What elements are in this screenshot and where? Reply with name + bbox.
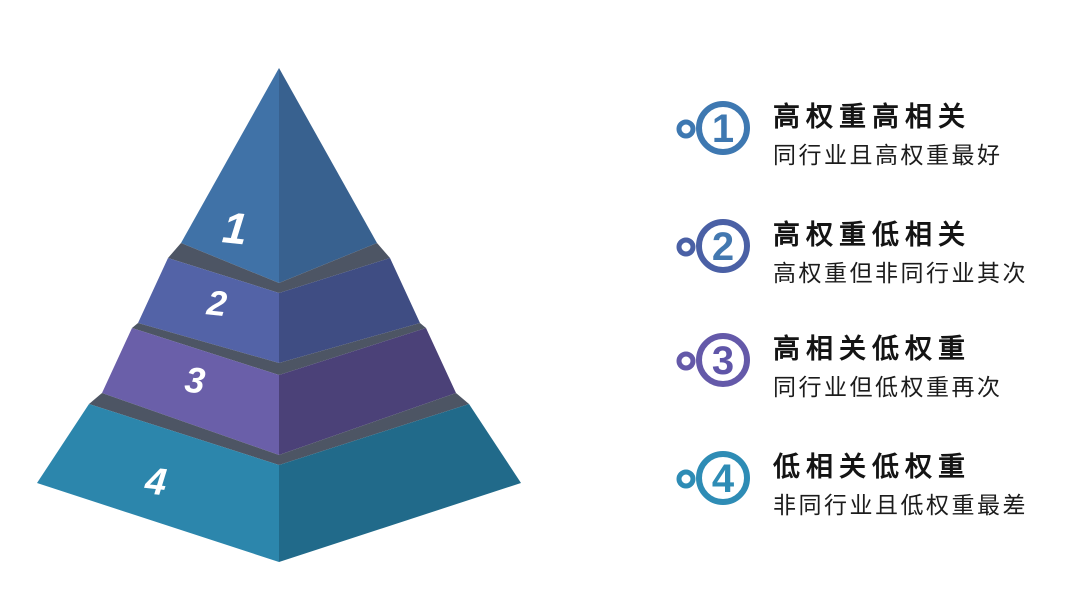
pyramid-gap-band-2-left (132, 323, 279, 375)
badge-number-1: 1 (712, 107, 734, 151)
badge-ring-2 (696, 219, 750, 273)
pyramid-level-4-left-face (37, 404, 279, 562)
pyramid-level-3-label: 3 (183, 359, 207, 402)
legend-item-1: 1 高权重高相关 同行业且高权重最好 (672, 93, 1003, 168)
pyramid-gap-band-2-right (279, 323, 426, 375)
numbered-badge-3-icon: 3 (676, 333, 750, 387)
pyramid-level-3-right-face (279, 328, 456, 455)
badge-number-3: 3 (712, 339, 734, 383)
legend-item-description: 同行业但低权重再次 (773, 374, 1003, 400)
pyramid-diagram: 1 2 3 4 (37, 68, 521, 562)
legend-item-title: 高权重低相关 (773, 220, 971, 250)
legend-item-description: 高权重但非同行业其次 (773, 260, 1028, 286)
pyramid-gap-band-1-left (168, 243, 279, 293)
legend-item-4: 4 低相关低权重 非同行业且低权重最差 (672, 443, 1028, 518)
pyramid-level-2-label: 2 (204, 283, 229, 324)
pyramid-gap-band-3-right (279, 393, 469, 465)
legend-item-title: 低相关低权重 (773, 452, 971, 482)
legend-item-3: 3 高相关低权重 同行业但低权重再次 (672, 325, 1003, 400)
badge-ring-3 (696, 333, 750, 387)
legend-item-description: 非同行业且低权重最差 (773, 492, 1028, 518)
pyramid-level-1-left-face (181, 68, 279, 283)
numbered-badge-4-icon: 4 (676, 451, 750, 505)
badge-dot-1 (676, 119, 696, 139)
legend-text-1: 高权重高相关 同行业且高权重最好 (773, 93, 1003, 175)
pyramid-level-2-left-face (138, 258, 279, 363)
pyramid-gap-band-1-right (279, 243, 390, 293)
legend-text-2: 高权重低相关 高权重但非同行业其次 (773, 211, 1028, 293)
pyramid-level-2-right-face (279, 258, 420, 363)
badge-dot-2 (676, 237, 696, 257)
pyramid-level-3-left-face (102, 328, 279, 455)
legend-text-3: 高相关低权重 同行业但低权重再次 (773, 325, 1003, 407)
numbered-badge-1-icon: 1 (676, 101, 750, 155)
badge-number-2: 2 (712, 225, 734, 269)
legend-text-4: 低相关低权重 非同行业且低权重最差 (773, 443, 1028, 525)
pyramid-level-1-label: 1 (220, 203, 249, 254)
badge-dot-4 (676, 469, 696, 489)
legend-item-2: 2 高权重低相关 高权重但非同行业其次 (672, 211, 1028, 286)
badge-number-4: 4 (712, 457, 735, 501)
legend-item-description: 同行业且高权重最好 (773, 142, 1003, 168)
numbered-badge-2-icon: 2 (676, 219, 750, 273)
badge-ring-1 (696, 101, 750, 155)
legend-item-title: 高权重高相关 (773, 102, 971, 132)
pyramid-level-1-right-face (279, 68, 377, 283)
pyramid-gap-band-3-left (89, 393, 279, 465)
legend-item-title: 高相关低权重 (773, 334, 971, 364)
pyramid-level-4-right-face (279, 404, 521, 562)
badge-dot-3 (676, 351, 696, 371)
badge-ring-4 (696, 451, 750, 505)
pyramid-level-4-label: 4 (142, 460, 168, 504)
